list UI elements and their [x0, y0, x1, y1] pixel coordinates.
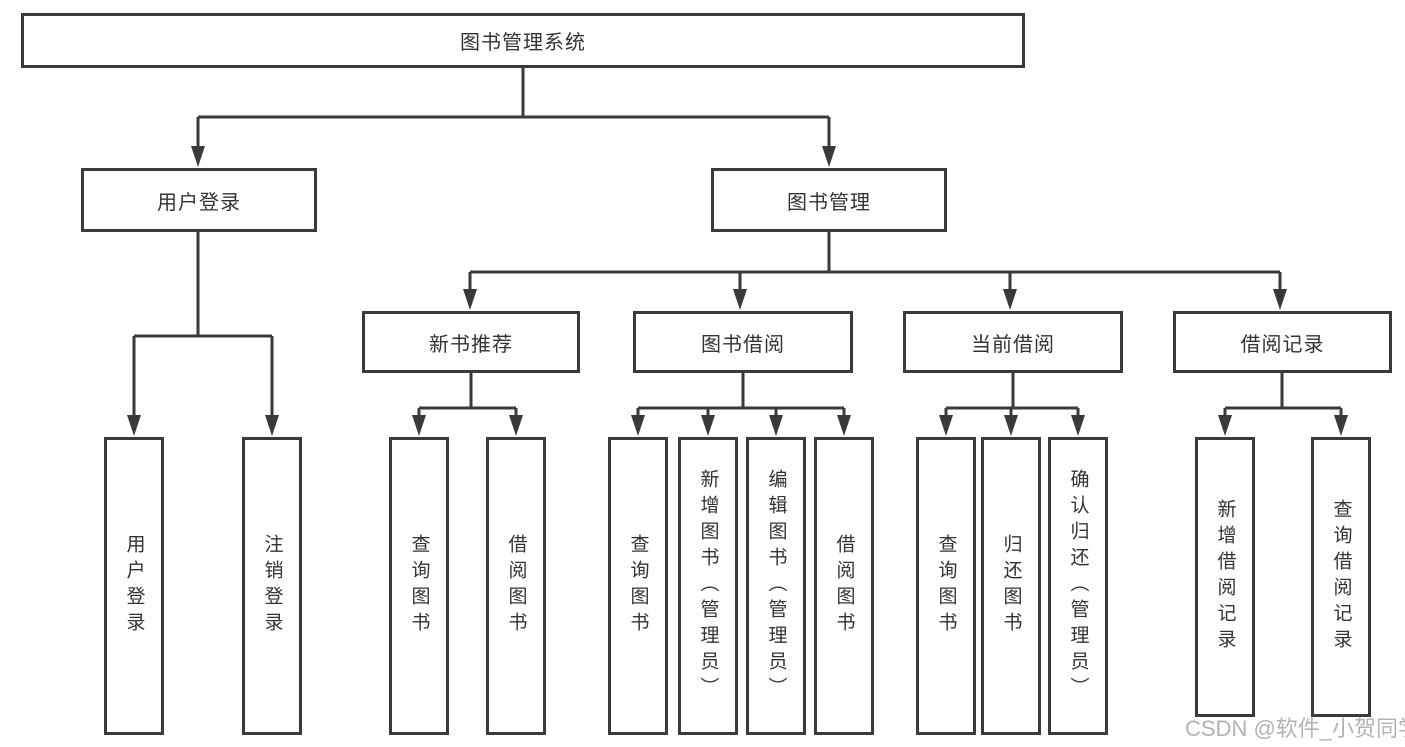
- connector-lines: [132, 68, 1343, 419]
- arrow-down-icon: [463, 289, 477, 310]
- arrow-down-icon: [939, 415, 953, 436]
- leaf-query-books-recommend: 查询图书: [389, 437, 449, 735]
- leaf-label: 查询借阅记录: [1330, 499, 1352, 655]
- leaf-confirm-return-admin: 确认归还（管理员）: [1048, 437, 1108, 735]
- leaf-query-borrow-record: 查询借阅记录: [1311, 437, 1371, 717]
- connector-book-borrow-to-leaves: [636, 373, 846, 419]
- csdn-watermark: CSDN @软件_小贺同学: [1185, 716, 1405, 741]
- leaf-logout: 注销登录: [242, 437, 302, 735]
- node-label: 图书管理: [787, 191, 871, 214]
- arrow-down-icon: [701, 415, 715, 436]
- connector-borrow-records-to-leaves: [1223, 373, 1343, 419]
- arrow-down-icon: [1003, 289, 1017, 310]
- leaf-add-book-admin: 新增图书（管理员）: [678, 437, 738, 735]
- node-current-borrow: 当前借阅: [903, 311, 1123, 373]
- arrowhead-icons: [127, 146, 1348, 436]
- leaf-query-books-borrow: 查询图书: [608, 437, 668, 735]
- arrow-down-icon: [1071, 415, 1085, 436]
- leaf-label: 确认归还（管理员）: [1067, 469, 1089, 703]
- arrow-down-icon: [769, 415, 783, 436]
- node-book-management: 图书管理: [711, 168, 947, 232]
- node-library-system: 图书管理系统: [21, 13, 1025, 68]
- arrow-down-icon: [1273, 289, 1287, 310]
- leaf-label: 新增借阅记录: [1214, 499, 1236, 655]
- arrow-down-icon: [1218, 415, 1232, 436]
- node-new-book-recommend: 新书推荐: [362, 311, 580, 373]
- node-book-borrow: 图书借阅: [633, 311, 853, 373]
- leaf-label: 注销登录: [261, 534, 283, 638]
- connector-root-to-level1: [196, 68, 831, 150]
- arrow-down-icon: [265, 415, 279, 436]
- leaf-label: 查询图书: [627, 534, 649, 638]
- connector-new-book-to-leaves: [417, 373, 518, 419]
- arrow-down-icon: [412, 415, 426, 436]
- leaf-borrow-books-recommend: 借阅图书: [486, 437, 546, 735]
- node-label: 新书推荐: [429, 333, 513, 356]
- leaf-edit-book-admin: 编辑图书（管理员）: [746, 437, 806, 735]
- leaf-label: 归还图书: [1000, 534, 1022, 638]
- node-label: 用户登录: [157, 191, 241, 214]
- node-label: 图书管理系统: [460, 32, 586, 54]
- leaf-label: 借阅图书: [505, 534, 527, 638]
- node-borrow-records: 借阅记录: [1173, 311, 1392, 373]
- leaf-label: 编辑图书（管理员）: [765, 469, 787, 703]
- node-label: 当前借阅: [971, 333, 1055, 356]
- arrow-down-icon: [127, 415, 141, 436]
- arrow-down-icon: [631, 415, 645, 436]
- arrow-down-icon: [822, 146, 836, 167]
- leaf-label: 新增图书（管理员）: [697, 469, 719, 703]
- leaf-add-borrow-record: 新增借阅记录: [1195, 437, 1255, 717]
- node-user-login: 用户登录: [81, 168, 317, 232]
- leaf-label: 借阅图书: [833, 534, 855, 638]
- node-label: 图书借阅: [701, 333, 785, 356]
- leaf-query-books-current: 查询图书: [916, 437, 976, 735]
- node-label: 借阅记录: [1240, 333, 1325, 356]
- arrow-down-icon: [191, 146, 205, 167]
- arrow-down-icon: [733, 289, 747, 310]
- leaf-return-book: 归还图书: [981, 437, 1041, 735]
- arrow-down-icon: [1004, 415, 1018, 436]
- connector-current-borrow-to-leaves: [944, 373, 1080, 419]
- leaf-label: 用户登录: [123, 534, 145, 638]
- leaf-label: 查询图书: [935, 534, 957, 638]
- leaf-borrow-books-borrow: 借阅图书: [814, 437, 874, 735]
- connector-book-mgmt-to-level2: [468, 232, 1282, 292]
- connector-user-login-to-leaves: [132, 232, 274, 418]
- leaf-label: 查询图书: [408, 534, 430, 638]
- arrow-down-icon: [509, 415, 523, 436]
- arrow-down-icon: [837, 415, 851, 436]
- arrow-down-icon: [1334, 415, 1348, 436]
- leaf-user-login: 用户登录: [104, 437, 164, 735]
